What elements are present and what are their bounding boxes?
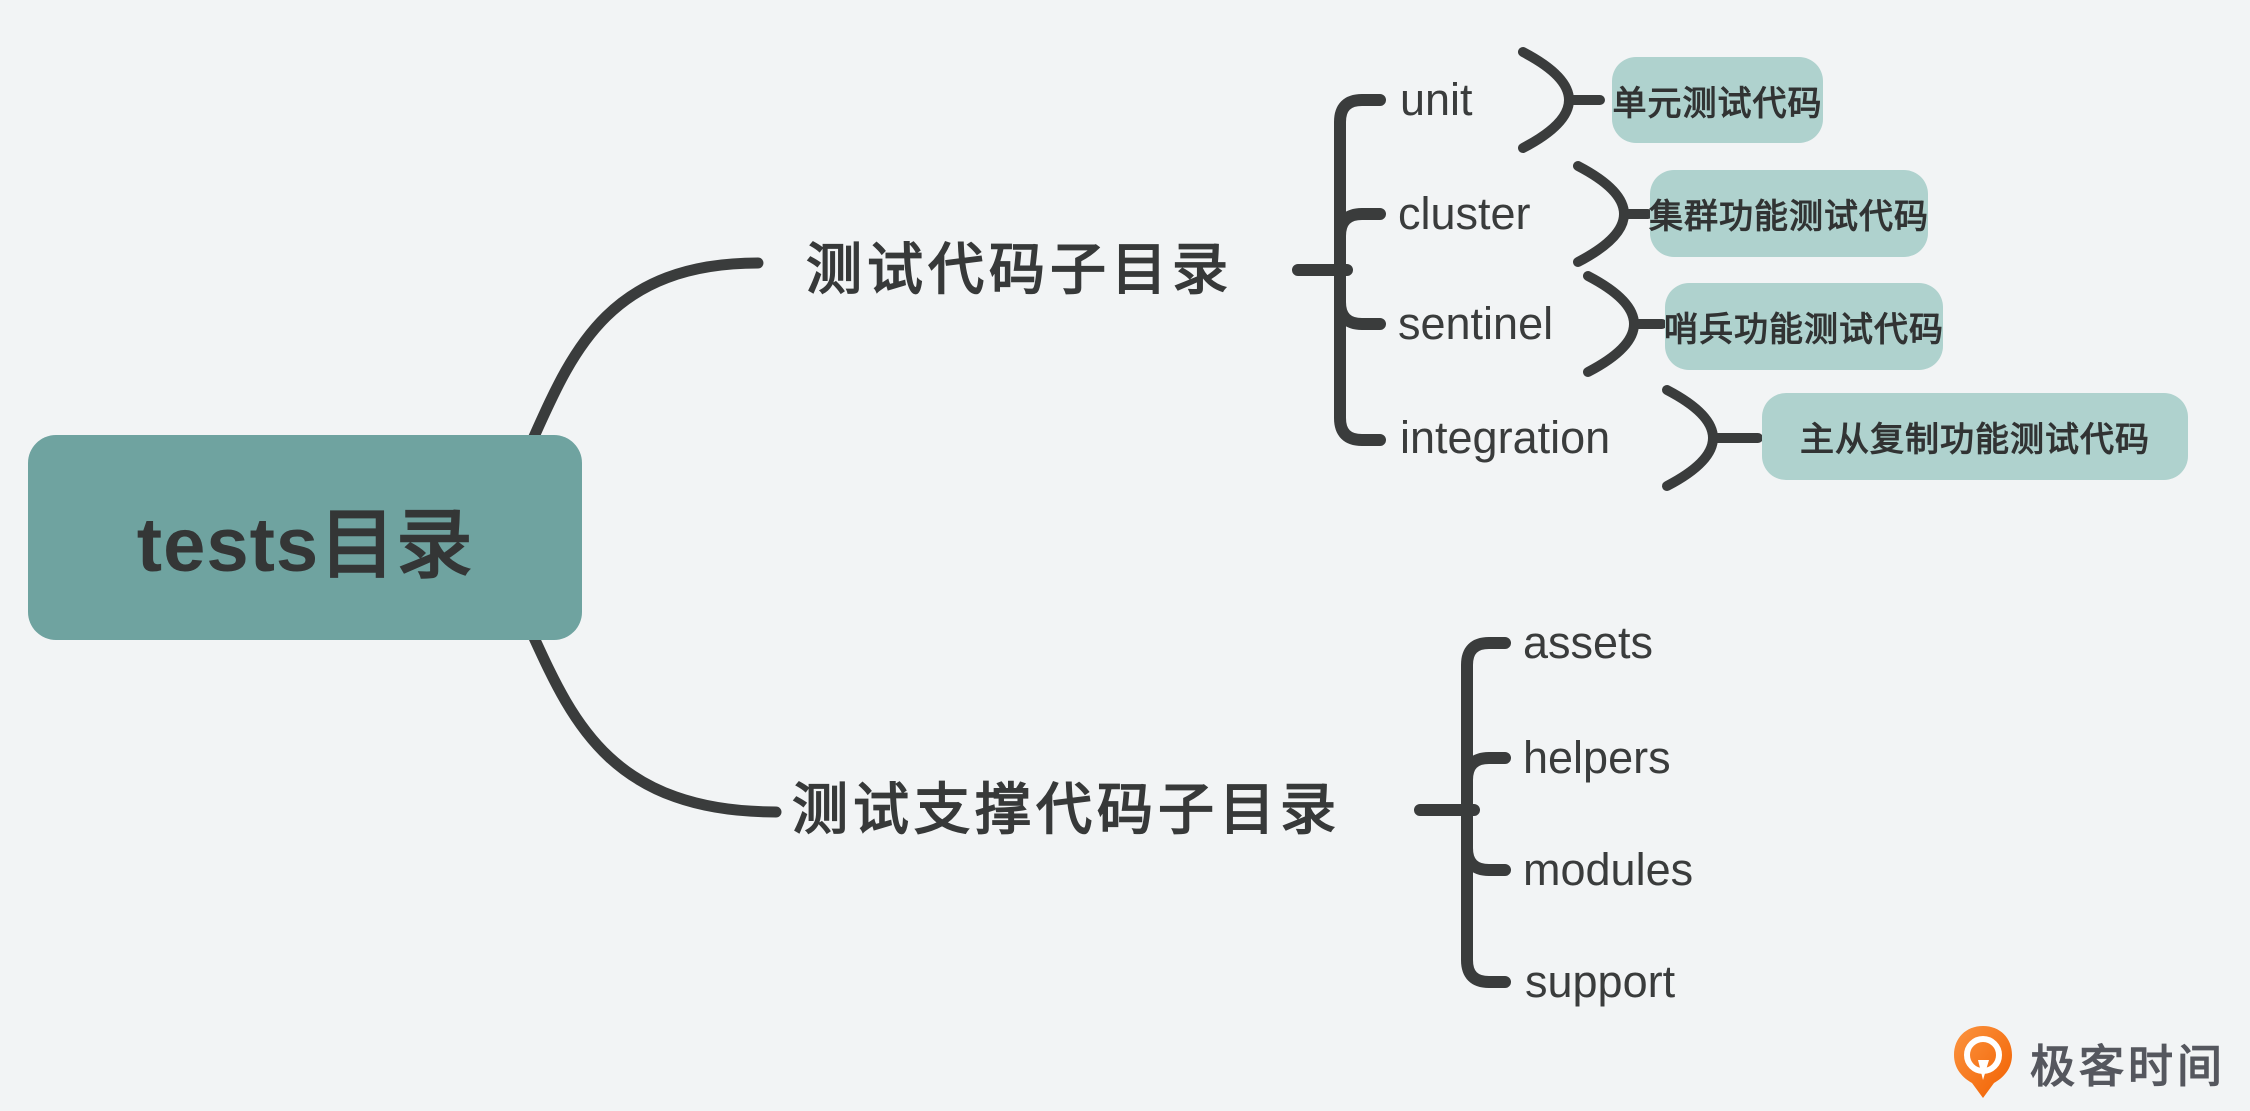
- bracket-branch-1: [1292, 94, 1386, 446]
- subtopic-sentinel: sentinel: [1398, 298, 1554, 349]
- note-box-cluster: 集群功能测试代码: [1649, 170, 1929, 257]
- geektime-logo-text: 极客时间: [2030, 1040, 2227, 1092]
- note-label-sentinel: 哨兵功能测试代码: [1664, 311, 1944, 349]
- note-box-unit: 单元测试代码: [1612, 57, 1823, 143]
- branch-topic-test-support-code: 测试支撑代码子目录: [792, 778, 1341, 841]
- subtopic-support: support: [1525, 956, 1676, 1007]
- geektime-logo-icon: [1954, 1026, 2012, 1098]
- bracket-branch-2: [1414, 637, 1511, 988]
- root-topic-label: tests目录: [136, 502, 474, 588]
- note-label-unit: 单元测试代码: [1612, 84, 1823, 123]
- subtopic-assets: assets: [1523, 617, 1654, 668]
- paren-connector-integration: [1662, 385, 1763, 491]
- paren-connector-unit: [1518, 47, 1605, 153]
- note-label-cluster: 集群功能测试代码: [1649, 198, 1929, 236]
- subtopic-cluster: cluster: [1398, 188, 1531, 239]
- subtopic-modules: modules: [1523, 844, 1694, 895]
- subtopic-unit: unit: [1400, 74, 1473, 125]
- subtopic-helpers: helpers: [1523, 732, 1671, 783]
- branch-topic-test-code: 测试代码子目录: [806, 238, 1233, 301]
- note-box-integration: 主从复制功能测试代码: [1762, 393, 2188, 480]
- root-topic: tests目录: [28, 435, 582, 640]
- geektime-watermark: 极客时间: [1952, 1024, 2226, 1100]
- note-box-sentinel: 哨兵功能测试代码: [1664, 283, 1944, 370]
- paren-connector-cluster: [1573, 161, 1653, 267]
- paren-connector-sentinel: [1583, 271, 1667, 377]
- subtopic-integration: integration: [1400, 412, 1611, 463]
- note-label-integration: 主从复制功能测试代码: [1800, 421, 2150, 459]
